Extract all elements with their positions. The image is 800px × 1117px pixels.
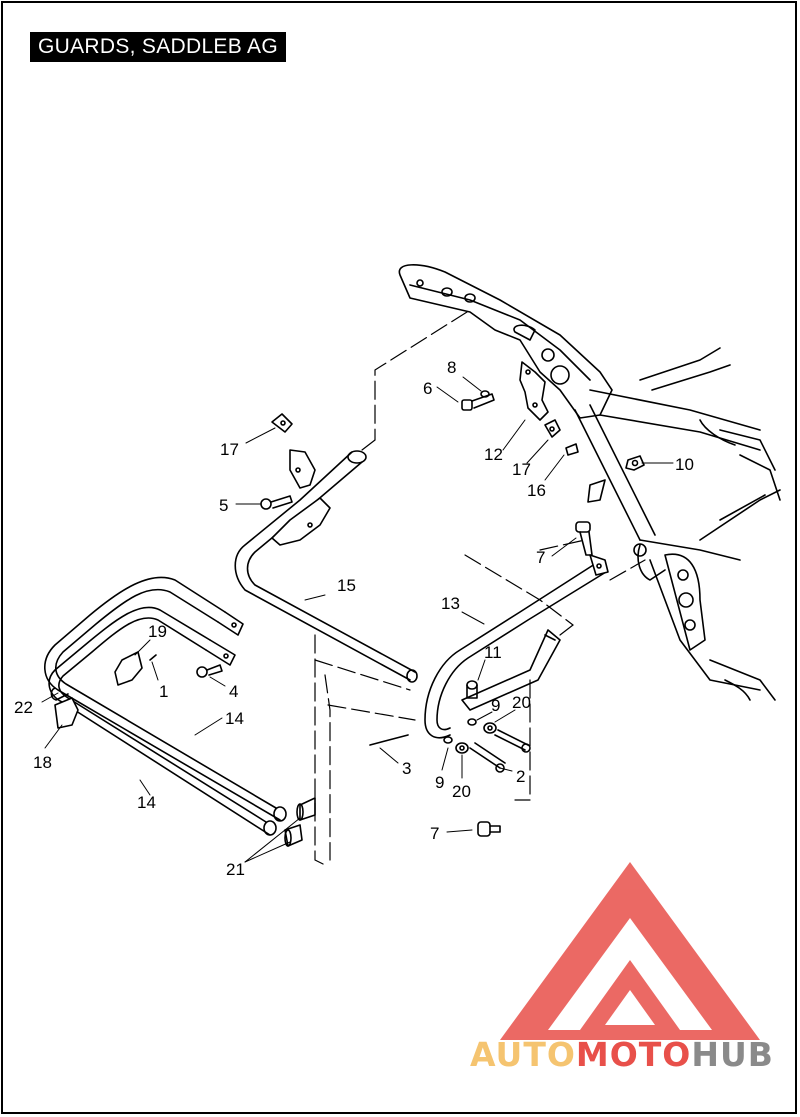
callout-16: 16 (527, 481, 546, 500)
washer-9-upper (467, 718, 477, 726)
clamp-19 (114, 651, 143, 686)
guard-loop-14 (44, 576, 287, 836)
bolt-3 (369, 734, 409, 746)
bolt-6 (461, 393, 495, 411)
callout-7-upper: 7 (536, 548, 545, 567)
callout-2: 2 (516, 767, 525, 786)
frame-bracket-12 (519, 361, 549, 421)
callout-7-lower: 7 (430, 824, 439, 843)
spacer-20-lower (455, 742, 469, 754)
callout-6: 6 (423, 379, 432, 398)
callout-11: 11 (484, 643, 502, 662)
guard-rail-13 (424, 554, 609, 739)
nut-10 (625, 455, 645, 471)
clip-22 (50, 687, 69, 701)
callout-21: 21 (226, 860, 245, 879)
callout-14-upper: 14 (225, 709, 244, 728)
clamp-18 (54, 697, 79, 729)
callout-10: 10 (675, 455, 694, 474)
washer-8 (480, 390, 490, 398)
callout-20-upper: 20 (512, 693, 531, 712)
clip-nut-17-left (271, 413, 293, 433)
bolt-2-upper (494, 729, 531, 753)
callout-20-lower: 20 (452, 782, 471, 801)
spacer-20-upper (483, 722, 497, 734)
callout-15: 15 (337, 576, 356, 595)
leader-lines (41, 376, 674, 863)
bolt-7-upper (575, 521, 593, 556)
end-caps-21 (284, 797, 316, 847)
callout-1: 1 (159, 682, 168, 701)
watermark-logo (500, 862, 760, 1040)
bolt-7-lower (477, 821, 501, 837)
guard-tube-15 (234, 449, 418, 683)
callout-14-lower: 14 (137, 793, 156, 812)
callout-19: 19 (148, 622, 167, 641)
callout-12: 12 (484, 445, 503, 464)
page-title: GUARDS, SADDLEB AG (30, 32, 286, 62)
callout-17-left: 17 (220, 440, 239, 459)
watermark-brand-text: AUTOMOTOHUB (470, 1035, 774, 1074)
callout-17-right: 17 (512, 460, 531, 479)
callout-3: 3 (402, 759, 411, 778)
callout-8: 8 (447, 358, 456, 377)
bolt-2 (469, 742, 506, 773)
washer-9-lower (443, 736, 453, 744)
motorcycle-frame (398, 264, 781, 701)
callout-22: 22 (14, 698, 33, 717)
bushing-11 (466, 680, 478, 699)
clip-nut-17-right (544, 419, 561, 438)
bolt-4 (196, 664, 223, 678)
callout-18: 18 (33, 753, 52, 772)
spacer-16 (565, 443, 579, 456)
callout-13: 13 (441, 594, 460, 613)
callout-5: 5 (219, 496, 228, 515)
screw-1 (149, 654, 157, 661)
bolt-5 (260, 495, 293, 510)
dashed-alignment-lines (314, 311, 646, 866)
callout-labels: 19 1 4 22 14 18 14 21 8 6 12 17 17 16 10… (14, 358, 694, 879)
callout-9-lower: 9 (435, 773, 444, 792)
callout-9-upper: 9 (491, 696, 500, 715)
callout-4: 4 (229, 682, 238, 701)
